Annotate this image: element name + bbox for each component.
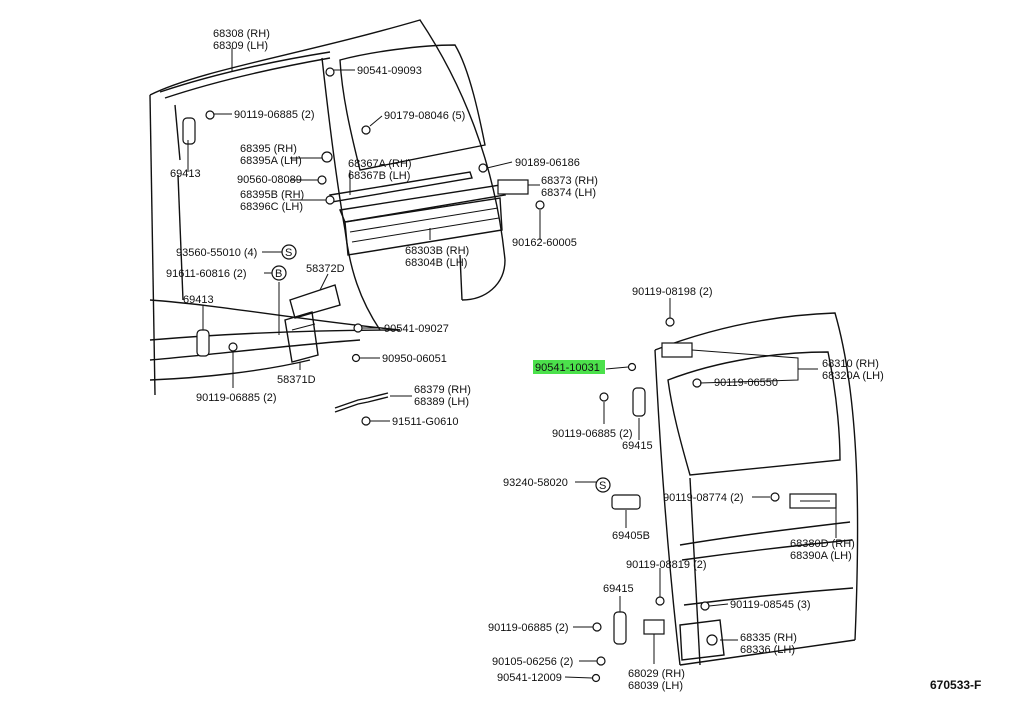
label-68029[interactable]: 68029 (RH)	[628, 668, 685, 680]
label-69413-a[interactable]: 69413	[170, 168, 201, 180]
label-90950-06051[interactable]: 90950-06051	[382, 353, 447, 365]
label-68309[interactable]: 68309 (LH)	[213, 40, 268, 52]
symbol-s-circle	[281, 244, 297, 260]
label-69405B[interactable]: 69405B	[612, 530, 650, 542]
label-68320A[interactable]: 68320A (LH)	[822, 370, 884, 382]
label-90119-06885-d[interactable]: 90119-06885 (2)	[488, 622, 569, 634]
part-labels: 68308 (RH) 68309 (LH) 90541-09093 90119-…	[166, 28, 981, 692]
symbol-s-text: S	[285, 247, 292, 259]
label-90119-06885-c[interactable]: 90119-06885 (2)	[552, 428, 633, 440]
label-68379[interactable]: 68379 (RH)	[414, 384, 471, 396]
label-90541-12009[interactable]: 90541-12009	[497, 672, 562, 684]
label-68335[interactable]: 68335 (RH)	[740, 632, 797, 644]
label-68310[interactable]: 68310 (RH)	[822, 358, 879, 370]
symbol-s2-text: S	[599, 480, 606, 492]
label-68308[interactable]: 68308 (RH)	[213, 28, 270, 40]
symbol-b-text: B	[275, 268, 282, 280]
label-68395[interactable]: 68395 (RH)	[240, 143, 297, 155]
label-68373[interactable]: 68373 (RH)	[541, 175, 598, 187]
symbol-s2-circle	[595, 477, 611, 493]
label-90541-09093[interactable]: 90541-09093	[357, 65, 422, 77]
label-90119-06550[interactable]: 90119-06550	[714, 377, 778, 389]
label-69415-a[interactable]: 69415	[622, 440, 653, 452]
label-90119-08774[interactable]: 90119-08774 (2)	[663, 492, 744, 504]
label-90162-60005[interactable]: 90162-60005	[512, 237, 577, 249]
symbol-b-circle	[271, 265, 287, 281]
label-90105-06256[interactable]: 90105-06256 (2)	[492, 656, 573, 668]
label-90189-06186[interactable]: 90189-06186	[515, 157, 580, 169]
label-68380D[interactable]: 68380D (RH)	[790, 538, 855, 550]
label-93240-58020[interactable]: 93240-58020	[503, 477, 568, 489]
diagram-code: 670533-F	[930, 678, 981, 692]
label-69413-b[interactable]: 69413	[183, 294, 214, 306]
label-90119-08198[interactable]: 90119-08198 (2)	[632, 286, 713, 298]
label-90119-08819[interactable]: 90119-08819 (2)	[626, 559, 707, 571]
label-68367A[interactable]: 68367A (RH)	[348, 158, 412, 170]
label-68389[interactable]: 68389 (LH)	[414, 396, 469, 408]
label-90541-10031[interactable]: 90541-10031	[535, 362, 600, 374]
leader-lines	[187, 48, 837, 679]
body-side-assembly	[149, 19, 545, 426]
label-90179-08046[interactable]: 90179-08046 (5)	[384, 110, 465, 122]
label-68303B[interactable]: 68303B (RH)	[405, 245, 469, 257]
label-91511-G0610[interactable]: 91511-G0610	[392, 416, 458, 428]
label-91611-60816[interactable]: 91611-60816 (2)	[166, 268, 247, 280]
label-68395A[interactable]: 68395A (LH)	[240, 155, 302, 167]
label-90541-09027[interactable]: 90541-09027	[384, 323, 449, 335]
label-69415-b[interactable]: 69415	[603, 583, 634, 595]
label-58371D[interactable]: 58371D	[277, 374, 316, 386]
reference-symbols: S B S	[271, 244, 611, 493]
label-93560-55010[interactable]: 93560-55010 (4)	[176, 247, 257, 259]
label-68304B[interactable]: 68304B (LH)	[405, 257, 467, 269]
label-90119-06885-b[interactable]: 90119-06885 (2)	[196, 392, 277, 404]
label-90119-08545[interactable]: 90119-08545 (3)	[730, 599, 811, 611]
sliding-door-assembly	[591, 312, 859, 683]
label-68374[interactable]: 68374 (LH)	[541, 187, 596, 199]
label-68395B[interactable]: 68395B (RH)	[240, 189, 304, 201]
label-90119-06885-a[interactable]: 90119-06885 (2)	[234, 109, 315, 121]
label-58372D[interactable]: 58372D	[306, 263, 345, 275]
highlight-90541-10031	[533, 360, 605, 374]
label-68390A[interactable]: 68390A (LH)	[790, 550, 852, 562]
label-68367B[interactable]: 68367B (LH)	[348, 170, 410, 182]
label-68039[interactable]: 68039 (LH)	[628, 680, 683, 692]
label-90560-08089[interactable]: 90560-08089	[237, 174, 302, 186]
label-68336[interactable]: 68336 (LH)	[740, 644, 795, 656]
label-68396C[interactable]: 68396C (LH)	[240, 201, 303, 213]
